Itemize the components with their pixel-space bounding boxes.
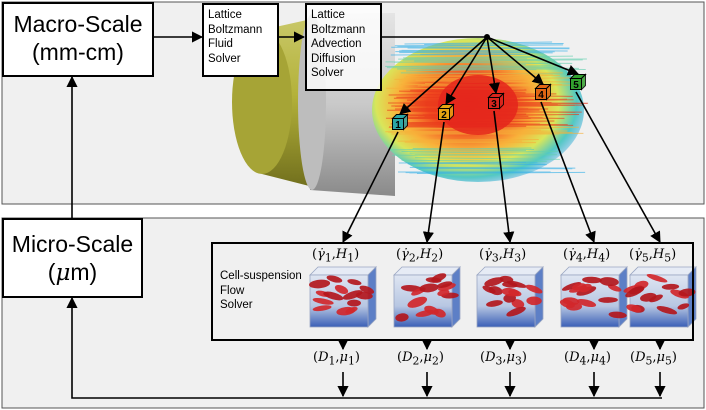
arrow-cube-to-solver-5 — [575, 91, 661, 243]
macro-title: Macro-Scale — [13, 11, 143, 37]
output-label-3: (D3,μ3) — [480, 350, 527, 368]
cell-block-5 — [623, 266, 697, 328]
output-label-2: (D2,μ2) — [397, 350, 444, 368]
macro-units: (mm-cm) — [32, 39, 124, 65]
arrow-hub-to-cube-1 — [399, 36, 488, 115]
micro-title: Micro-Scale — [11, 231, 134, 257]
cell-block-3 — [476, 266, 544, 328]
arrow-hub-to-cube-3 — [486, 36, 500, 95]
input-label-1: (γ̇1,H1) — [312, 247, 360, 265]
micro-scale-box: Micro-Scale (μm) — [2, 218, 143, 298]
sample-cube-4: 4 — [534, 83, 552, 101]
micro-units: (μm) — [47, 259, 98, 286]
arrow-cube-to-solver-2 — [422, 121, 445, 244]
sample-cube-1: 1 — [391, 113, 409, 131]
arrow-cube-to-solver-4 — [540, 101, 596, 244]
output-label-5: (D5,μ5) — [630, 350, 677, 368]
sample-cube-5: 5 — [569, 73, 587, 91]
cell-block-2 — [393, 266, 461, 328]
cell-suspension-solver-box — [211, 242, 694, 341]
advection-solver-box: Lattice Boltzmann Advection Diffusion So… — [305, 3, 382, 91]
cell-solver-label: Cell-suspension Flow Solver — [220, 270, 302, 311]
fluid-solver-box: Lattice Boltzmann Fluid Solver — [202, 3, 279, 77]
output-label-1: (D1,μ1) — [313, 350, 360, 368]
output-label-4: (D4,μ4) — [564, 350, 611, 368]
input-label-2: (γ̇2,H2) — [396, 247, 444, 265]
input-label-4: (γ̇4,H4) — [563, 247, 611, 265]
macro-scale-box: Macro-Scale (mm-cm) — [2, 2, 154, 77]
svg-text:2: 2 — [441, 110, 447, 121]
input-label-3: (γ̇3,H3) — [479, 247, 527, 265]
svg-text:1: 1 — [395, 120, 401, 131]
feedback-line — [66, 296, 662, 399]
svg-text:5: 5 — [573, 80, 579, 91]
svg-text:4: 4 — [538, 90, 544, 101]
sample-cube-2: 2 — [437, 103, 455, 121]
arrow-cube-to-solver-1 — [342, 131, 399, 244]
hub-dot — [484, 34, 490, 40]
arrow-hub-to-cube-5 — [486, 36, 580, 76]
svg-text:3: 3 — [491, 99, 497, 110]
arrow-hub-to-cube-4 — [486, 36, 544, 85]
sample-cube-3: 3 — [487, 92, 505, 110]
arrow-cube-to-solver-3 — [493, 110, 515, 244]
input-label-5: (γ̇5,H5) — [629, 247, 677, 265]
arrow-hub-to-cube-2 — [445, 36, 488, 105]
cell-block-4 — [559, 266, 628, 328]
cell-block-1 — [309, 266, 377, 328]
